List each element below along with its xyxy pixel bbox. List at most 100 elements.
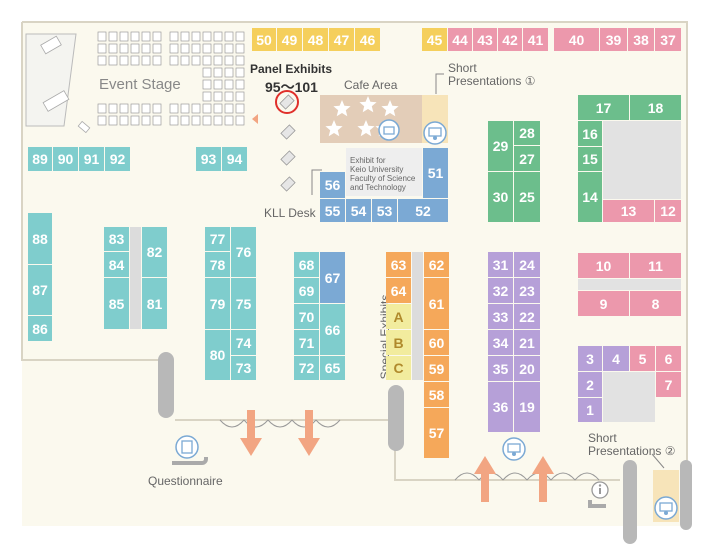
booth-83[interactable]: 83 [104,227,129,251]
booth-9[interactable]: 9 [578,291,629,316]
booth-5[interactable]: 5 [630,346,655,371]
booth-71[interactable]: 71 [294,330,319,355]
booth-12[interactable]: 12 [655,200,681,222]
booth-88[interactable]: 88 [28,213,52,264]
booth-A[interactable]: A [386,304,411,329]
booth-72[interactable]: 72 [294,356,319,380]
booth-34[interactable]: 34 [488,330,513,355]
booth-49[interactable]: 49 [277,28,302,51]
booth-17[interactable]: 17 [578,95,629,120]
booth-82[interactable]: 82 [142,227,167,277]
booth-69[interactable]: 69 [294,278,319,303]
booth-16[interactable]: 16 [578,121,602,146]
booth-92[interactable]: 92 [105,147,130,171]
booth-27[interactable]: 27 [514,146,540,171]
booth-1[interactable]: 1 [578,398,602,422]
booth-22[interactable]: 22 [514,304,540,329]
booth-40[interactable]: 40 [554,28,599,51]
booth-35[interactable]: 35 [488,356,513,381]
booth-93[interactable]: 93 [196,147,221,171]
booth-41[interactable]: 41 [523,28,548,51]
booth-53[interactable]: 53 [372,199,397,222]
booth-50[interactable]: 50 [252,28,276,51]
booth-54[interactable]: 54 [346,199,371,222]
booth-39[interactable]: 39 [600,28,627,51]
booth-76[interactable]: 76 [231,227,256,277]
booth-42[interactable]: 42 [498,28,522,51]
booth-63[interactable]: 63 [386,252,411,277]
booth-77[interactable]: 77 [205,227,230,251]
booth-52[interactable]: 52 [398,199,448,222]
booth-14[interactable]: 14 [578,172,602,222]
booth-3[interactable]: 3 [578,346,602,371]
booth-19[interactable]: 19 [514,382,540,432]
booth-55[interactable]: 55 [320,199,345,222]
booth-47[interactable]: 47 [329,28,354,51]
booth-86[interactable]: 86 [28,316,52,341]
booth-74[interactable]: 74 [231,330,256,355]
booth-37[interactable]: 37 [655,28,681,51]
booth-8[interactable]: 8 [630,291,681,316]
info-icon[interactable] [590,480,610,500]
booth-65[interactable]: 65 [320,356,345,380]
booth-51[interactable]: 51 [423,148,448,198]
booth-33[interactable]: 33 [488,304,513,329]
booth-60[interactable]: 60 [424,330,449,355]
booth-90[interactable]: 90 [53,147,78,171]
booth-36[interactable]: 36 [488,382,513,432]
booth-48[interactable]: 48 [303,28,328,51]
booth-57[interactable]: 57 [424,408,449,458]
booth-87[interactable]: 87 [28,265,52,315]
booth-58[interactable]: 58 [424,382,449,407]
booth-29[interactable]: 29 [488,121,513,171]
booth-68[interactable]: 68 [294,252,319,277]
booth-61[interactable]: 61 [424,278,449,329]
kll-desk-label: KLL Desk [264,206,316,220]
booth-45[interactable]: 45 [422,28,447,51]
booth-11[interactable]: 11 [630,253,681,278]
booth-79[interactable]: 79 [205,278,230,329]
booth-59[interactable]: 59 [424,356,449,381]
booth-80[interactable]: 80 [205,330,230,380]
booth-21[interactable]: 21 [514,330,540,355]
booth-31[interactable]: 31 [488,252,513,277]
booth-6[interactable]: 6 [656,346,681,371]
booth-20[interactable]: 20 [514,356,540,381]
booth-89[interactable]: 89 [28,147,52,171]
booth-91[interactable]: 91 [79,147,104,171]
booth-43[interactable]: 43 [473,28,497,51]
booth-30[interactable]: 30 [488,172,513,222]
booth-25[interactable]: 25 [514,172,540,222]
booth-15[interactable]: 15 [578,147,602,171]
booth-C[interactable]: C [386,356,411,380]
booth-56[interactable]: 56 [320,172,345,198]
questionnaire-icon[interactable] [174,434,200,460]
booth-4[interactable]: 4 [603,346,629,371]
booth-94[interactable]: 94 [222,147,247,171]
booth-75[interactable]: 75 [231,278,256,329]
booth-73[interactable]: 73 [231,356,256,380]
booth-23[interactable]: 23 [514,278,540,303]
booth-32[interactable]: 32 [488,278,513,303]
booth-84[interactable]: 84 [104,252,129,277]
booth-13[interactable]: 13 [603,200,654,222]
booth-64[interactable]: 64 [386,278,411,303]
booth-7[interactable]: 7 [656,372,681,397]
booth-38[interactable]: 38 [628,28,654,51]
booth-10[interactable]: 10 [578,253,629,278]
booth-70[interactable]: 70 [294,304,319,329]
booth-44[interactable]: 44 [448,28,472,51]
booth-81[interactable]: 81 [142,278,167,329]
booth-28[interactable]: 28 [514,121,540,145]
booth-62[interactable]: 62 [424,252,449,277]
booth-2[interactable]: 2 [578,372,602,397]
panel-exhibits-label: Panel Exhibits [250,62,333,76]
booth-67[interactable]: 67 [320,252,345,303]
booth-B[interactable]: B [386,330,411,355]
booth-78[interactable]: 78 [205,252,230,277]
booth-24[interactable]: 24 [514,252,540,277]
booth-66[interactable]: 66 [320,304,345,355]
booth-18[interactable]: 18 [630,95,681,120]
booth-85[interactable]: 85 [104,278,129,329]
booth-46[interactable]: 46 [355,28,380,51]
